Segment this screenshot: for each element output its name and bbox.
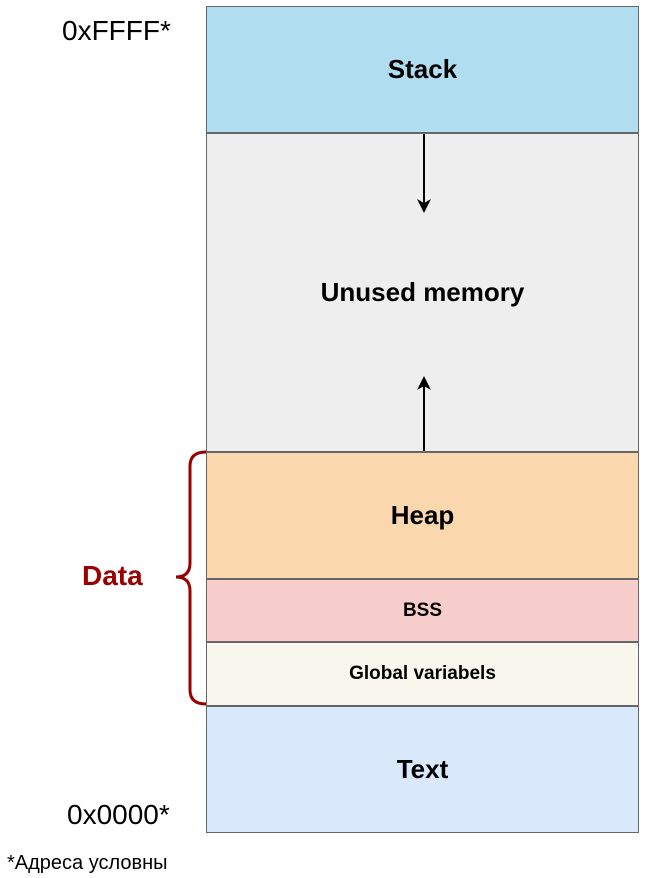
heap-growth-arrow xyxy=(417,376,431,451)
text-segment: Text xyxy=(206,706,639,833)
bss-segment: BSS xyxy=(206,579,639,642)
stack-growth-arrow xyxy=(417,134,431,213)
data-group-label: Data xyxy=(82,560,143,591)
stack-label: Stack xyxy=(387,54,458,84)
global-variables-label: Global variabels xyxy=(349,663,496,684)
heap-label: Heap xyxy=(390,500,455,530)
unused-memory-label: Unused memory xyxy=(320,277,525,307)
data-brace xyxy=(175,450,207,706)
bss-label: BSS xyxy=(402,599,443,621)
top-address-label: 0xFFFF* xyxy=(62,15,171,46)
text-label: Text xyxy=(396,754,449,784)
unused-memory-segment: Unused memory xyxy=(206,133,639,452)
stack-segment: Stack xyxy=(206,6,639,133)
bottom-address-label: 0x0000* xyxy=(67,799,170,830)
footnote: *Адреса условны xyxy=(7,852,168,874)
global-variables-segment: Global variabels xyxy=(206,642,639,706)
heap-segment: Heap xyxy=(206,452,639,579)
